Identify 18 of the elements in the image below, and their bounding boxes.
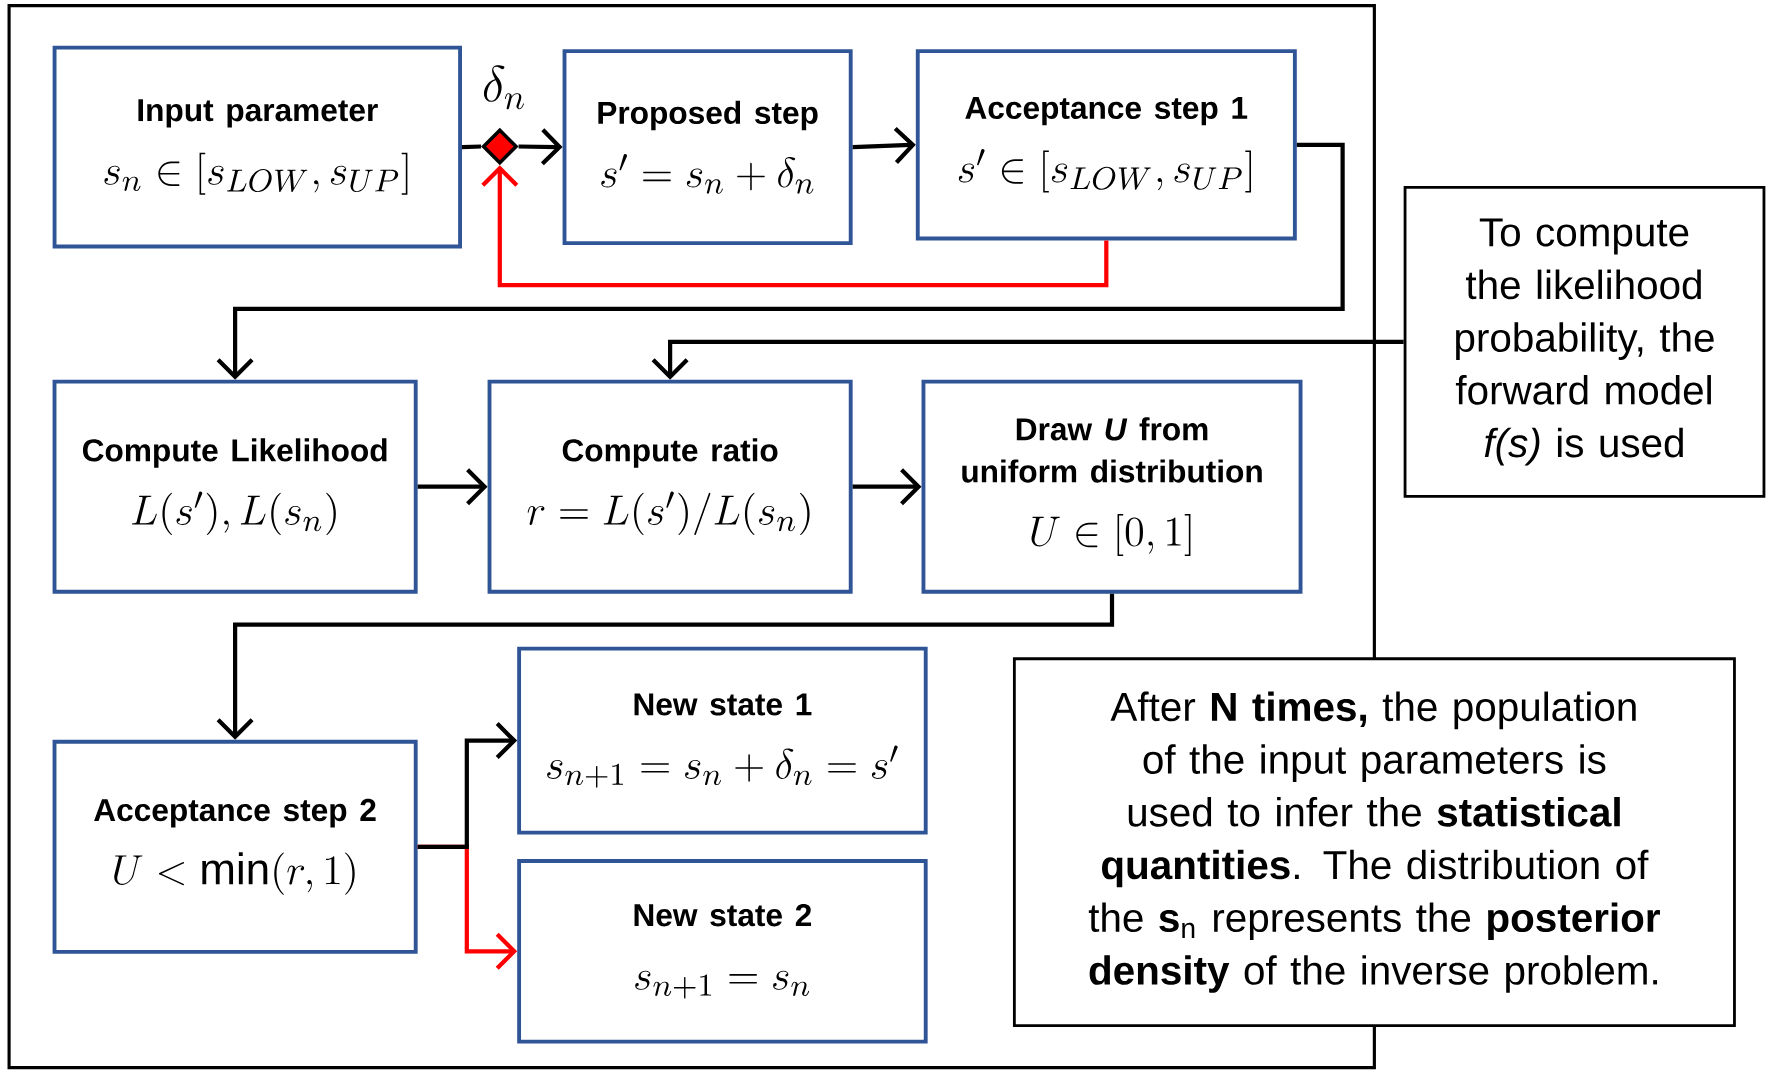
arrow: [651, 339, 1404, 380]
arrow: [481, 165, 1109, 288]
process-box: Compute Likelihood $L(s'), L(s_n)$: [52, 379, 418, 594]
note-box: To compute the likelihood probability, the forward model f(s) is used: [1403, 186, 1766, 498]
note-box: After N times, the population of the input parameters is used to infer the statistical quantities. The distribution of the s$_{n}$ represents the posterior density of the inverse problem.: [1012, 657, 1736, 1028]
process-box: Compute ratio $r = L(s') / L(s_n)$: [487, 379, 853, 594]
process-box: Acceptance step 2 $U < \min(r,1)$: [52, 739, 418, 954]
arrow: [216, 142, 1345, 380]
process-box: New state 1 $s_{n+1} = s_n + \delta_n = s'$: [517, 646, 928, 835]
process-box: Acceptance step 1 $s' \in [s_{LOW}, s_{UP}]$: [915, 49, 1297, 241]
arrow: [417, 722, 518, 849]
arrow: [216, 593, 1115, 740]
process-box: New state 2 $s_{n+1} = s_n$: [517, 859, 928, 1044]
connector-line: [461, 144, 482, 150]
process-box: Draw U from uniform distribution $U \in [0,1]$: [921, 379, 1303, 594]
process-box: Input parameter $s_n \in [s_{LOW}, s_{UP}]$: [52, 45, 462, 249]
process-box: Proposed step $s' = s_n + \delta_n$: [562, 49, 853, 245]
node-label: $\delta_n$: [483, 65, 524, 110]
